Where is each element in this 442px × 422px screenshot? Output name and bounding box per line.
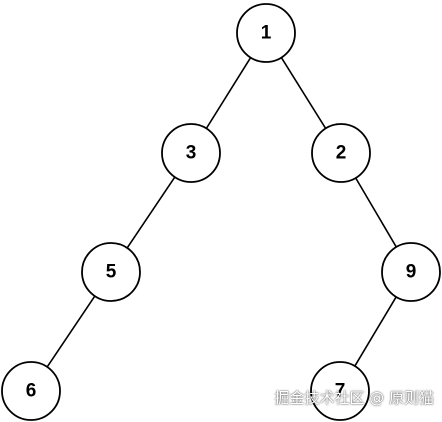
tree-node-circle: [81, 242, 141, 302]
tree-node-label: 1: [261, 23, 272, 44]
tree-node-label: 7: [335, 381, 346, 402]
tree-edge-n9-n7: [354, 296, 397, 367]
tree-node-5: 5: [81, 242, 141, 302]
tree-node-1: 1: [236, 3, 296, 63]
tree-node-3: 3: [161, 123, 221, 183]
tree-edge-n5-n6: [46, 295, 96, 368]
tree-edges: [46, 57, 397, 368]
tree-node-6: 6: [1, 361, 61, 421]
tree-node-circle: [310, 361, 370, 421]
watermark-text: 掘金技术社区 @ 原则猫: [274, 389, 434, 407]
tree-node-circle: [236, 3, 296, 63]
tree-edge-n1-n2: [280, 57, 327, 129]
tree-node-2: 2: [311, 123, 371, 183]
tree-node-label: 6: [26, 381, 37, 402]
tree-node-label: 9: [406, 262, 417, 283]
tree-edge-n3-n5: [126, 176, 176, 249]
tree-node-9: 9: [381, 242, 441, 302]
tree-edge-n2-n9: [355, 177, 397, 248]
tree-node-label: 3: [186, 143, 197, 164]
tree-node-circle: [1, 361, 61, 421]
tree-node-label: 5: [106, 262, 117, 283]
tree-node-label: 2: [336, 143, 347, 164]
tree-node-circle: [161, 123, 221, 183]
tree-node-circle: [311, 123, 371, 183]
tree-node-7: 7: [310, 361, 370, 421]
tree-edge-n1-n3: [205, 57, 252, 129]
tree-nodes: 1 3 2 5 9 6 7: [1, 3, 441, 421]
tree-node-circle: [381, 242, 441, 302]
